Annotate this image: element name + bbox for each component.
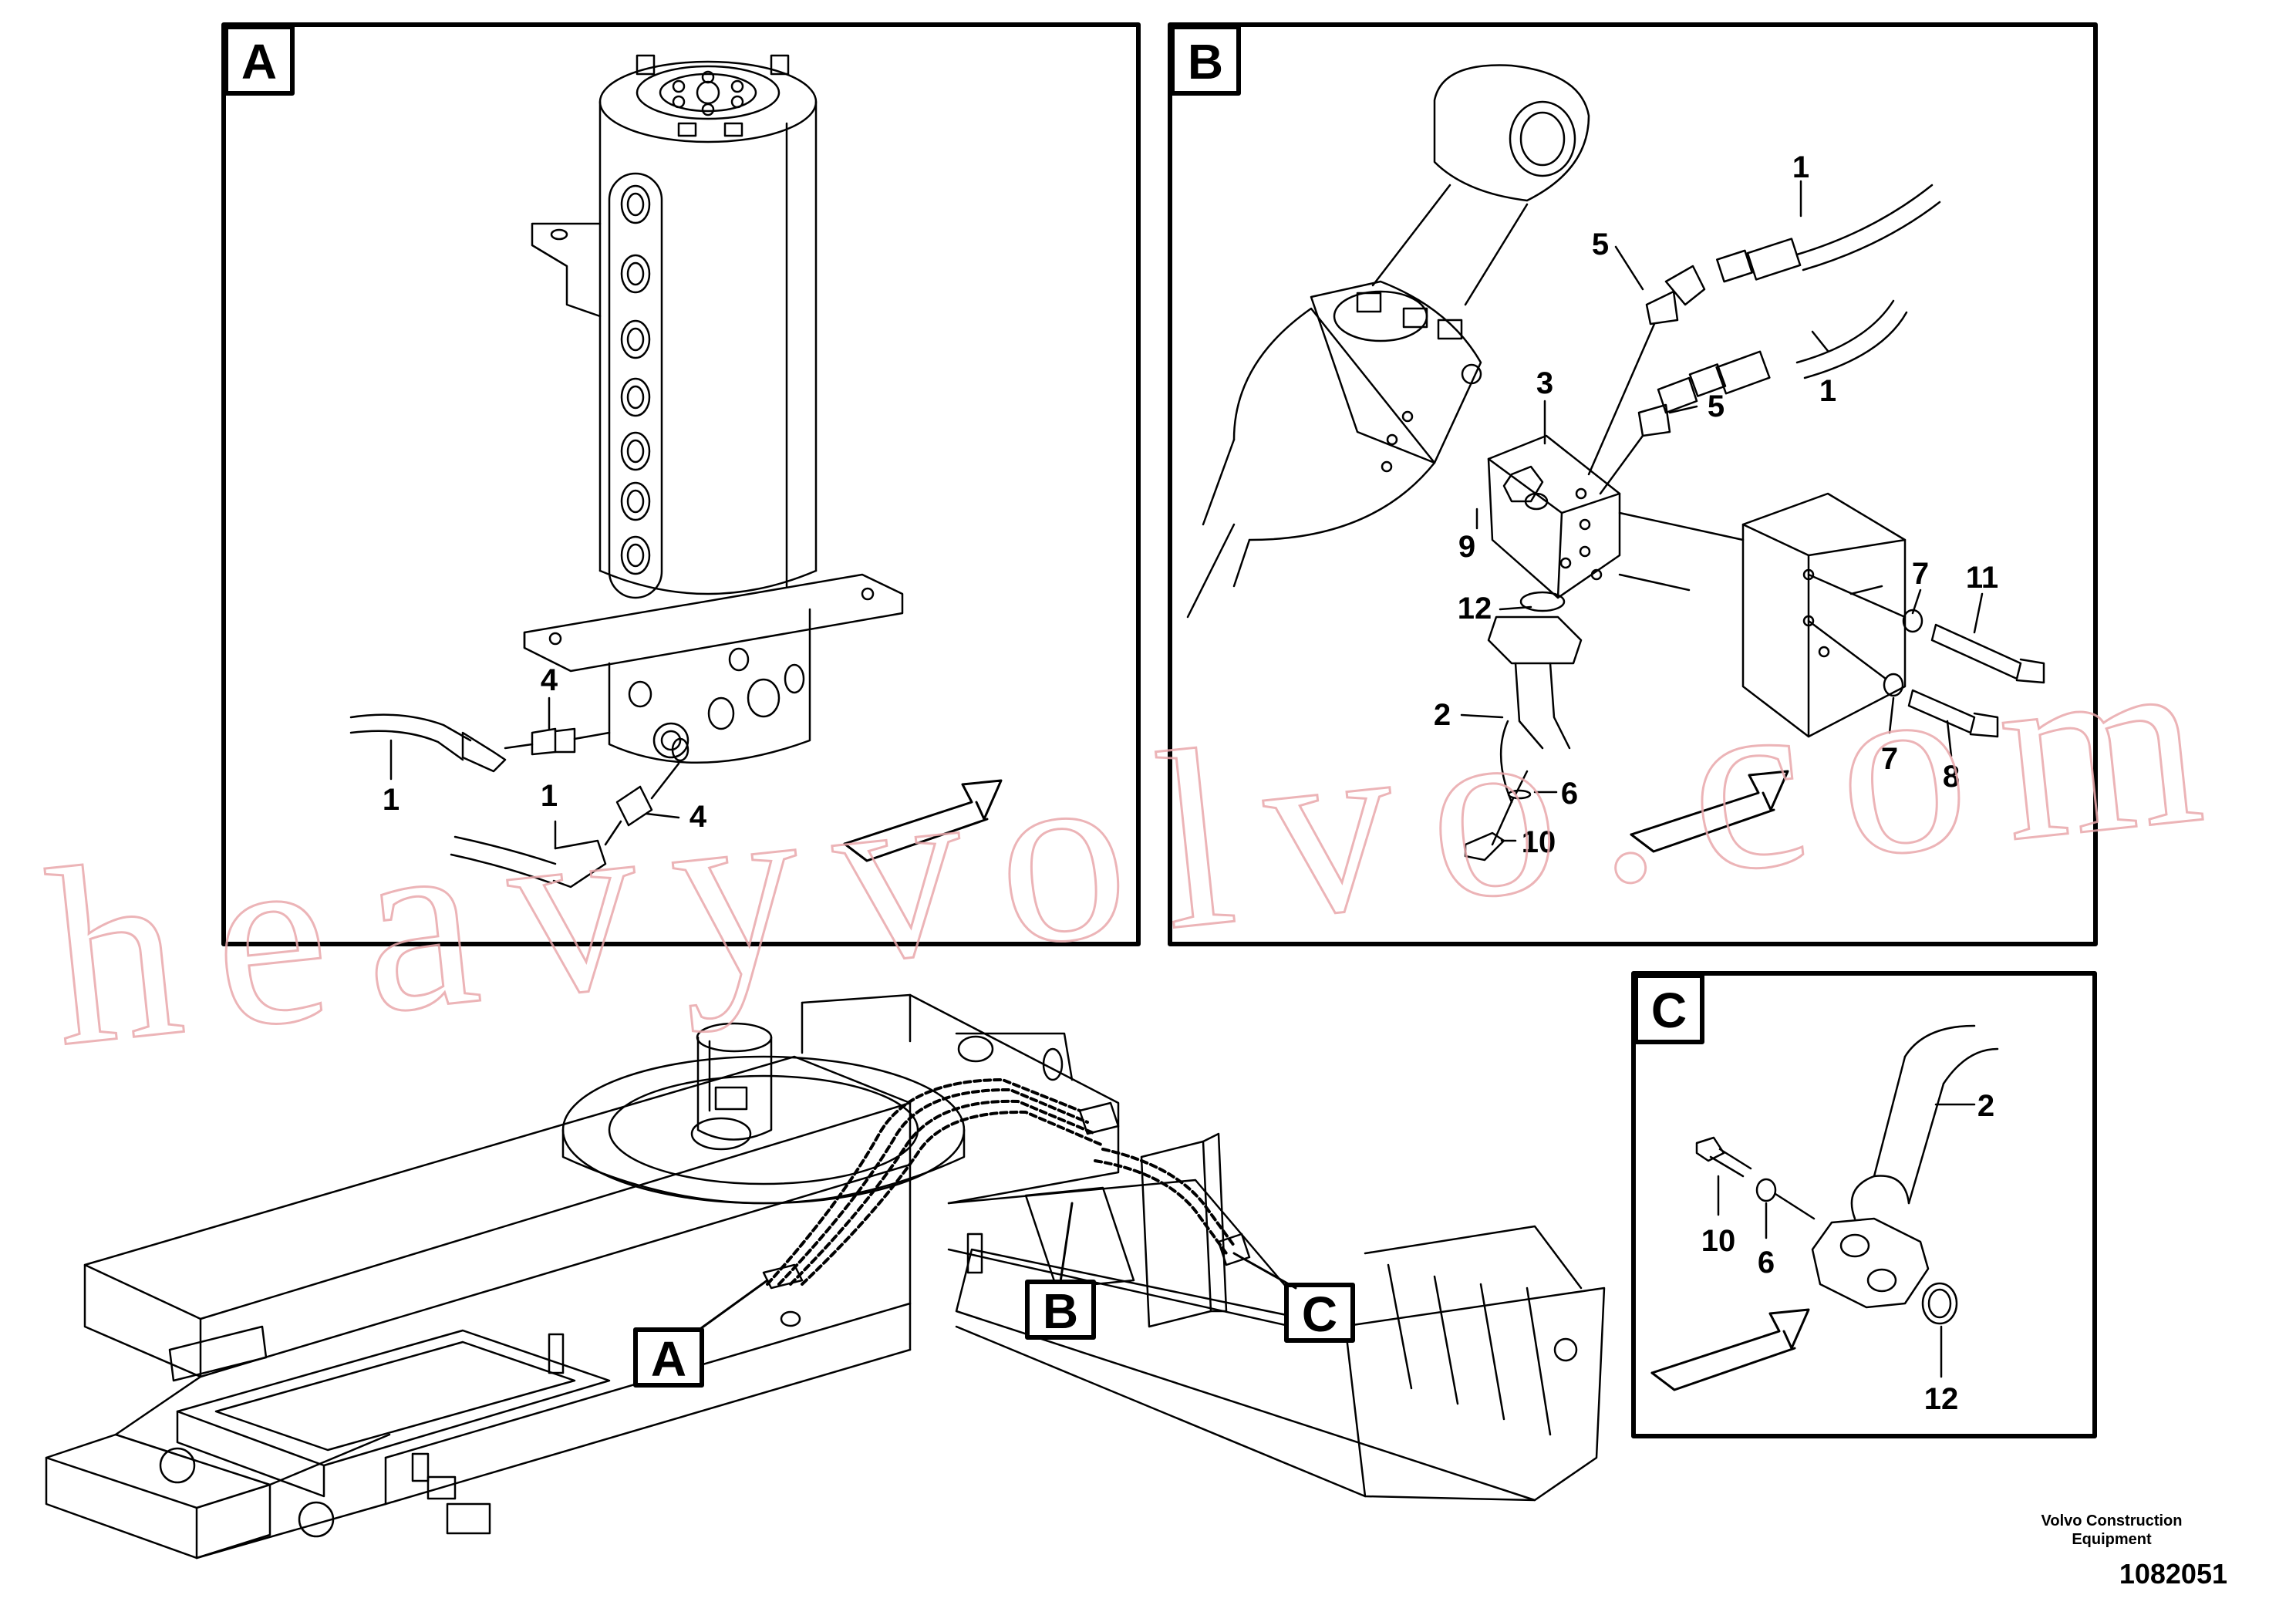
callout-c-washer: 6 [1758,1246,1775,1280]
callout-b-washer-block: 9 [1458,530,1475,564]
callout-a-fitting-upper: 4 [541,663,558,697]
callout-a-fitting-lower: 4 [689,800,707,834]
callout-b-hose-lower: 1 [1819,374,1836,408]
watermark-text: heavyvolvo.com [37,592,2230,1100]
overview-tag-a-box [633,1327,704,1388]
callout-b-block: 3 [1536,366,1553,400]
manifold-block [1487,434,1621,599]
callout-b-elbow-lower: 5 [1708,389,1725,423]
footer-company-line2: Equipment [2072,1531,2152,1548]
overview-tags [633,1202,1355,1388]
callout-b-bolt-upper-right: 11 [1966,561,1998,595]
panel-a-label-box [224,25,295,96]
panel-a-frame [221,22,1141,946]
callout-b-hose-upper: 1 [1792,150,1809,184]
overview-tag-c: C [1302,1286,1337,1342]
footer-company-line1: Volvo Construction [2041,1512,2183,1529]
mounting-bracket [1618,492,1907,738]
overview-tag-a: A [651,1331,686,1387]
callout-b-washer-bottom: 6 [1561,777,1578,811]
callout-b-bolt-lower-right: 8 [1943,760,1960,794]
panel-c-direction-arrow [1650,1308,1810,1374]
panel-b [1168,22,2098,946]
panel-c [1631,971,2097,1438]
panel-b-label-box [1170,25,1241,96]
swivel-joint [523,54,904,764]
panel-b-flange-hose [1464,492,1583,862]
overview-tag-b: B [1043,1283,1078,1339]
panel-c-label: C [1651,983,1687,1038]
callout-b-washer-lower-right: 7 [1881,742,1898,776]
overview-hose-bundle [766,1078,1236,1286]
callout-b-hose-flange: 2 [1434,698,1451,732]
callout-b-elbow-upper: 5 [1592,228,1609,261]
panel-a [221,22,1141,946]
panel-c-label-box [1633,973,1704,1044]
footer-company: Volvo Construction Equipment [1996,1512,2227,1549]
callout-a-hose-upper: 1 [383,783,400,817]
panel-b-label: B [1188,34,1223,89]
callout-b-washer-upper-right: 7 [1912,557,1929,591]
panel-b-bolts [1807,573,2045,738]
panel-b-frame [1168,22,2098,946]
panel-c-flange [1695,1024,1999,1325]
callout-c-hose: 2 [1977,1089,1994,1123]
panel-a-label: A [241,34,277,89]
callout-b-bolt-bottom: 10 [1522,825,1556,859]
panel-c-frame [1631,971,2097,1438]
panel-b-direction-arrow [1630,770,1789,836]
cylinder [1186,64,1590,619]
callout-c-bolt: 10 [1701,1224,1736,1258]
panel-a-hoses [349,713,689,889]
overview-tag-c-box [1284,1283,1355,1343]
undercarriage-overview [45,993,1606,1560]
callout-b-oring: 12 [1458,592,1492,626]
callout-a-hose-lower: 1 [541,779,558,813]
callout-c-oring: 12 [1924,1382,1959,1416]
drawing-id: 1082051 [2119,1558,2227,1590]
panel-a-direction-arrow [843,779,1003,845]
panel-b-hoses [1587,184,1941,495]
